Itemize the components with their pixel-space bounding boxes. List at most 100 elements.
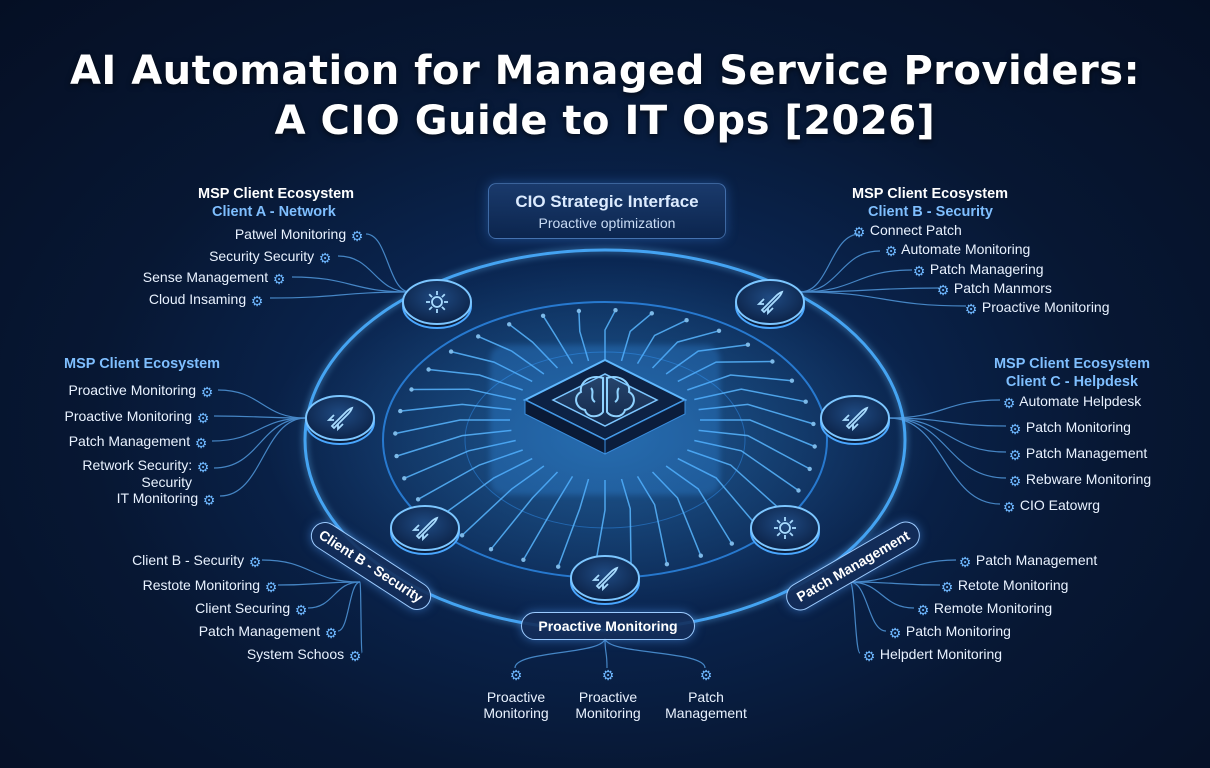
top-right-item: ⚙ Patch Managering xyxy=(912,261,1044,279)
trace-endpoint xyxy=(684,318,689,323)
trace-endpoint xyxy=(540,313,546,318)
gear-icon: ⚙ xyxy=(1002,395,1016,411)
gear-icon: ⚙ xyxy=(509,667,523,683)
connector-line xyxy=(514,637,606,669)
top-left-subheading: Client A - Network xyxy=(212,204,336,220)
trace-endpoint xyxy=(576,308,582,314)
connector-line xyxy=(213,417,307,469)
gear-icon xyxy=(774,517,796,539)
trace-endpoint xyxy=(745,342,751,347)
trace-endpoint xyxy=(770,359,775,364)
trace-endpoint xyxy=(811,421,816,427)
trace-endpoint xyxy=(398,408,403,414)
bottom-right-item: ⚙ Patch Management xyxy=(958,552,1098,570)
mid-right-item: ⚙ Patch Management xyxy=(1008,445,1148,463)
rocket-icon xyxy=(591,566,619,592)
gear-icon: ⚙ xyxy=(912,263,926,279)
gear-icon: ⚙ xyxy=(250,293,264,309)
connector-line xyxy=(261,559,361,583)
gear-icon: ⚙ xyxy=(318,250,332,266)
gear-icon: ⚙ xyxy=(248,554,262,570)
gear-icon: ⚙ xyxy=(884,243,898,259)
bottom-left-item: Patch Management ⚙ xyxy=(198,623,338,641)
connector-line xyxy=(888,417,1007,453)
bottom-center-pill: Proactive Monitoring xyxy=(521,612,695,640)
top-right-heading: MSP Client Ecosystem xyxy=(852,186,1009,202)
trace-endpoint xyxy=(409,387,414,392)
top-left-item: Sense Management ⚙ xyxy=(142,269,286,287)
trace-endpoint xyxy=(807,466,812,472)
gear-icon: ⚙ xyxy=(601,667,615,683)
gear-icon: ⚙ xyxy=(964,301,978,317)
bottom-right-item: ⚙ Remote Monitoring xyxy=(916,600,1053,618)
connector-line xyxy=(219,417,307,497)
top-left-item: Cloud Insaming ⚙ xyxy=(148,291,264,309)
trace-endpoint xyxy=(716,328,722,333)
gear-icon: ⚙ xyxy=(1008,473,1022,489)
mid-right-item: ⚙ CIO Eatowrg xyxy=(1002,497,1101,515)
gear-icon: ⚙ xyxy=(348,648,362,664)
connector-line xyxy=(269,291,411,299)
connector-line xyxy=(799,233,861,293)
trace-endpoint xyxy=(803,399,808,404)
gear-icon: ⚙ xyxy=(272,271,286,287)
connector-lines xyxy=(211,233,1007,669)
connector-line xyxy=(799,269,913,293)
top-left-item: Security Security ⚙ xyxy=(209,248,332,266)
top-right-item: ⚙ Connect Patch xyxy=(852,222,962,240)
trace-endpoint xyxy=(698,553,703,558)
trace-endpoint xyxy=(789,378,795,383)
trace-endpoint xyxy=(729,541,734,546)
top-right-item: ⚙ Automate Monitoring xyxy=(884,241,1031,259)
gear-icon: ⚙ xyxy=(264,579,278,595)
connector-line xyxy=(337,581,361,632)
trace-endpoint xyxy=(507,322,512,327)
gear-icon: ⚙ xyxy=(940,579,954,595)
mid-left-item: Patch Management ⚙ xyxy=(68,433,208,451)
trace-endpoint xyxy=(448,349,454,354)
gear-icon: ⚙ xyxy=(294,602,308,618)
gear-icon: ⚙ xyxy=(1008,447,1022,463)
trace-endpoint xyxy=(613,308,618,313)
connector-line xyxy=(849,581,887,632)
top-left-item: Patwel Monitoring ⚙ xyxy=(234,226,364,244)
connector-line xyxy=(849,581,941,586)
service-node xyxy=(735,279,805,329)
gear-icon: ⚙ xyxy=(1008,421,1022,437)
mid-right-subheading: Client C - Helpdesk xyxy=(1005,374,1139,390)
rocket-icon xyxy=(756,290,784,316)
ai-chip xyxy=(522,358,688,455)
gear-icon: ⚙ xyxy=(200,384,214,400)
connector-line xyxy=(799,291,967,307)
mid-left-item: Proactive Monitoring ⚙ xyxy=(68,382,214,400)
service-node xyxy=(820,395,890,445)
cio-strategic-interface-box: CIO Strategic Interface Proactive optimi… xyxy=(488,183,726,239)
bottom-left-item: Client Securing ⚙ xyxy=(195,600,308,618)
trace-endpoint xyxy=(812,444,817,449)
cio-box-subtitle: Proactive optimization xyxy=(538,215,676,231)
mid-right-heading: MSP Client Ecosystem xyxy=(993,356,1151,372)
service-node xyxy=(750,505,820,555)
trace-endpoint xyxy=(459,533,465,538)
rocket-icon xyxy=(411,516,439,542)
mid-left-item: Retwork Security: ⚙Security xyxy=(82,457,210,490)
mid-left-item: Proactive Monitoring ⚙ xyxy=(64,408,210,426)
top-right-item: ⚙ Patch Manmors xyxy=(936,280,1052,298)
connector-line xyxy=(337,255,411,293)
connector-line xyxy=(799,287,941,293)
gear-icon: ⚙ xyxy=(852,224,866,240)
connector-line xyxy=(307,581,361,609)
mid-left-heading: MSP Client Ecosystem xyxy=(64,356,221,372)
bottom-left-item: Restote Monitoring ⚙ xyxy=(142,577,278,595)
connector-line xyxy=(888,417,1001,505)
gear-icon: ⚙ xyxy=(862,648,876,664)
bottom-right-item: ⚙ Patch Monitoring xyxy=(888,623,1011,641)
trace-endpoint xyxy=(521,557,526,562)
trace-endpoint xyxy=(476,334,481,339)
mid-left-item: IT Monitoring ⚙ xyxy=(116,490,216,508)
top-left-heading: MSP Client Ecosystem xyxy=(198,186,355,202)
connector-line xyxy=(888,417,1007,479)
